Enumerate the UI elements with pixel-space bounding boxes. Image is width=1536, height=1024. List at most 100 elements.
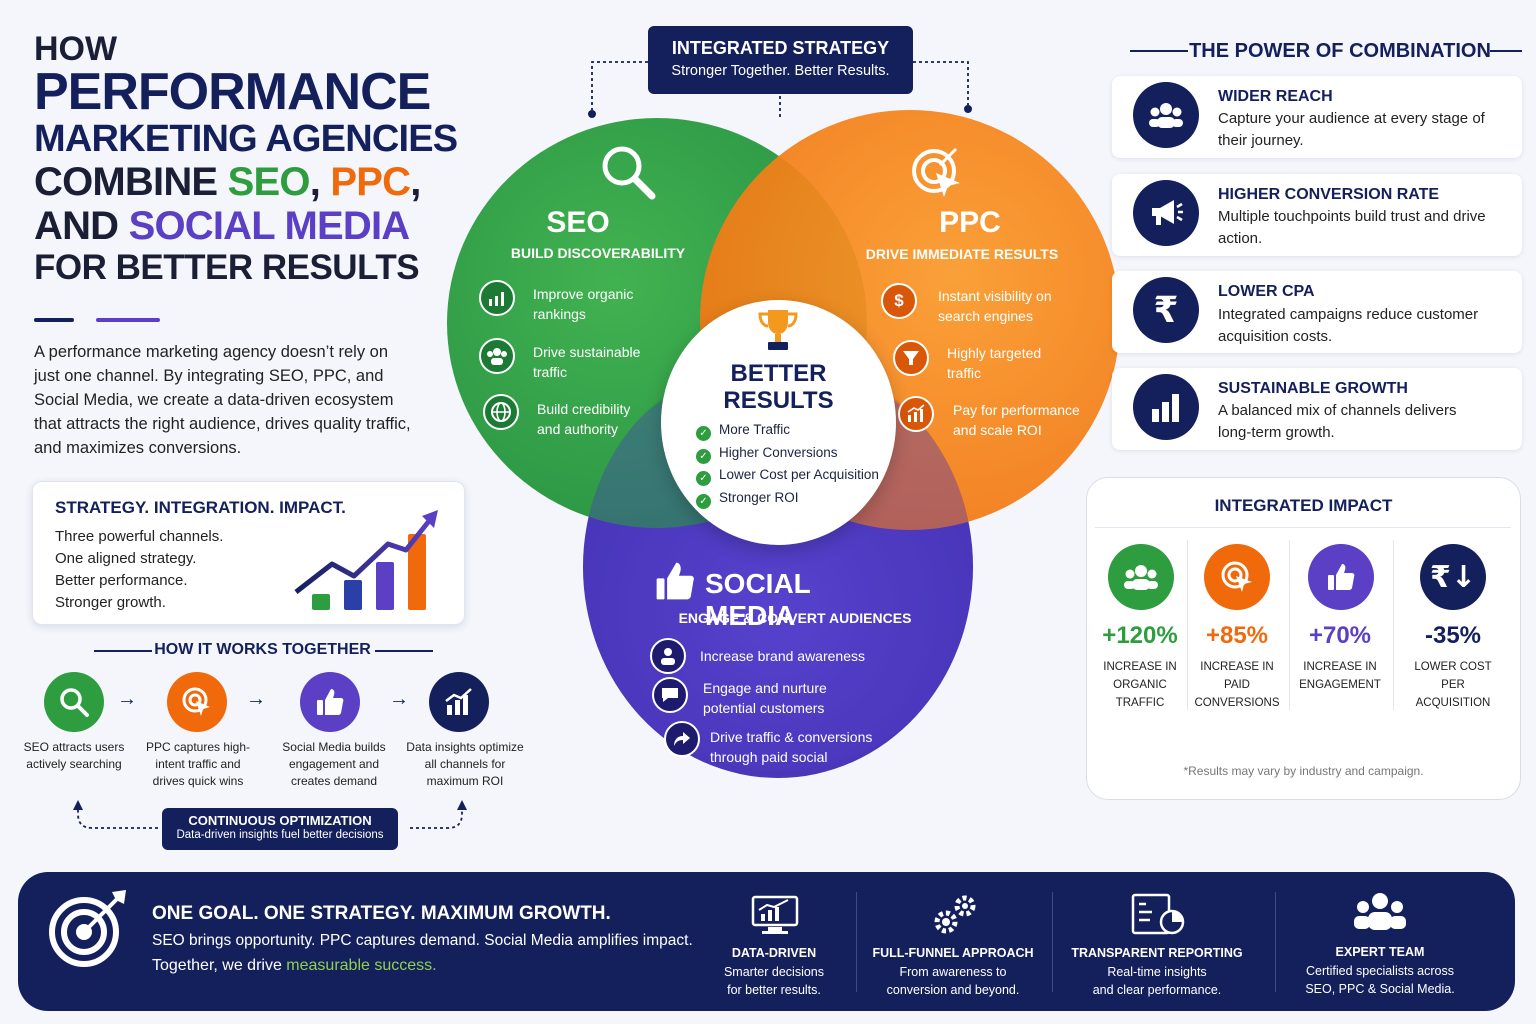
impact-disclaimer: *Results may vary by industry and campai… (1183, 764, 1424, 778)
social-title: SOCIAL MEDIA (705, 568, 811, 631)
impact-value-text: +120% (1102, 622, 1178, 649)
title-seo: SEO (227, 160, 311, 204)
accent-bar-navy (34, 318, 74, 322)
share-icon (664, 721, 700, 757)
ppc-item: Highly targeted traffic (947, 345, 1042, 381)
impact-label-line: INCREASE IN (1200, 661, 1274, 673)
check-icon: ✓ (696, 448, 711, 464)
impact-value: +85% (1187, 622, 1287, 650)
title-line-5: AND SOCIAL MEDIA (34, 206, 474, 246)
social-item: Drive traffic & conversions through paid… (710, 729, 873, 765)
title-comma-2: , (410, 160, 421, 204)
social-subtitle: ENGAGE & CONVERT AUDIENCES (678, 610, 912, 626)
ppc-subtitle: DRIVE IMMEDIATE RESULTS (865, 246, 1059, 262)
arrow-right-icon: → (389, 688, 409, 710)
impact-label-line: INCREASE IN (1303, 661, 1377, 673)
power-title: THE POWER OF COMBINATION (1189, 40, 1491, 62)
seo-item: Improve organic rankings (533, 286, 634, 322)
power-item-desc: Multiple touchpoints build trust and dri… (1218, 208, 1486, 247)
step-text-data: Data insights optimize all channels for … (406, 740, 524, 788)
divider-line (1393, 540, 1394, 710)
strategy-heading: STRATEGY. INTEGRATION. IMPACT. (55, 498, 346, 517)
check-text: Higher Conversions (719, 444, 838, 460)
footer-line-2: Together, we drive measurable success. (152, 957, 437, 975)
strategy-line: Stronger growth. (55, 594, 166, 611)
arrow-right-icon: → (246, 688, 266, 710)
report-icon (1131, 893, 1185, 935)
power-item-title: SUSTAINABLE GROWTH (1218, 380, 1408, 397)
seo-item: Drive sustainable traffic (533, 344, 641, 380)
monitor-chart-icon (751, 895, 799, 934)
power-item-desc: A balanced mix of channels delivers long… (1218, 402, 1457, 441)
title-and: AND (34, 204, 129, 248)
strategy-card: STRATEGY. INTEGRATION. IMPACT. Three pow… (32, 481, 465, 625)
rupee-icon: ₹ (1133, 277, 1199, 343)
integrated-subtitle: Stronger Together. Better Results. (671, 63, 890, 79)
integrated-title: INTEGRATED STRATEGY (671, 38, 890, 58)
power-item-title: WIDER REACH (1218, 88, 1333, 105)
impact-label-line: INCREASE IN (1103, 661, 1177, 673)
footer-line-2-text: Together, we drive (152, 957, 287, 974)
social-item: Increase brand awareness (700, 648, 865, 664)
footer-divider (856, 892, 857, 992)
impact-label: INCREASE IN PAID CONVERSIONS (1187, 658, 1287, 712)
ranking-chart-icon (479, 280, 515, 316)
continuous-title: CONTINUOUS OPTIMIZATION (188, 813, 372, 828)
user-icon (650, 638, 686, 674)
rupee-down-icon: ₹↓ (1420, 544, 1486, 610)
impact-label-line: ENGAGEMENT (1299, 679, 1381, 691)
footer-divider (1052, 892, 1053, 992)
center-title-line: BETTER (730, 360, 827, 387)
page-title: HOW PERFORMANCE MARKETING AGENCIES COMBI… (34, 32, 474, 285)
team-icon (1354, 893, 1406, 930)
integrated-strategy-badge: INTEGRATED STRATEGY Stronger Together. B… (648, 26, 913, 94)
impact-label-line: LOWER COST PER (1414, 661, 1492, 691)
target-click-icon (1204, 544, 1270, 610)
seo-item: Build credibility and authority (537, 401, 631, 437)
search-icon (44, 672, 104, 732)
impact-label-line: ORGANIC TRAFFIC (1113, 679, 1167, 709)
footer-banner (18, 872, 1515, 1011)
center-title-line: RESULTS (723, 387, 834, 414)
seo-subtitle: BUILD DISCOVERABILITY (510, 245, 686, 261)
thumbs-up-icon (656, 562, 694, 600)
footer-divider (1275, 892, 1276, 992)
social-item: Engage and nurture potential customers (703, 680, 827, 716)
continuous-optimization-badge: CONTINUOUS OPTIMIZATION Data-driven insi… (162, 808, 398, 850)
bullseye-icon (49, 890, 126, 967)
check-item: ✓ Higher Conversions (696, 442, 896, 465)
check-text: Stronger ROI (719, 489, 799, 505)
footer-col-title: FULL-FUNNEL APPROACH (872, 946, 1034, 960)
power-item-desc: Capture your audience at every stage of … (1218, 110, 1485, 149)
funnel-icon (893, 340, 929, 376)
divider-line (1490, 50, 1522, 52)
check-text: More Traffic (719, 422, 791, 437)
better-results-title: BETTER RESULTS (661, 360, 896, 414)
analytics-chart-icon (429, 672, 489, 732)
megaphone-icon (1133, 180, 1199, 246)
divider-line (1130, 50, 1188, 52)
divider-line (1187, 540, 1188, 710)
title-line-2: PERFORMANCE (34, 63, 431, 121)
divider-line (1289, 540, 1290, 710)
footer-col-desc-line: conversion and beyond. (886, 983, 1020, 997)
performance-chart-icon (898, 396, 934, 432)
step-text-seo: SEO attracts users actively searching (23, 740, 125, 771)
ppc-item: Pay for performance and scale ROI (953, 402, 1080, 438)
footer-headline: ONE GOAL. ONE STRATEGY. MAXIMUM GROWTH. (152, 903, 611, 924)
impact-value-text: -35% (1424, 622, 1482, 649)
magnifier-icon (602, 146, 656, 200)
intro-paragraph: A performance marketing agency doesn’t r… (34, 343, 411, 457)
title-line-3: MARKETING AGENCIES (34, 118, 458, 160)
footer-col-title: DATA-DRIVEN (731, 946, 817, 960)
users-icon (1133, 82, 1199, 148)
loop-arrows-icon (73, 800, 467, 829)
how-it-works-title: HOW IT WORKS TOGETHER (154, 641, 371, 658)
impact-label-line: PAID CONVERSIONS (1194, 679, 1280, 709)
ppc-title: PPC (939, 206, 1001, 239)
strategy-lines: Three powerful channels. One aligned str… (55, 526, 223, 614)
check-item: ✓Lower Cost per Acquisition (696, 464, 896, 487)
